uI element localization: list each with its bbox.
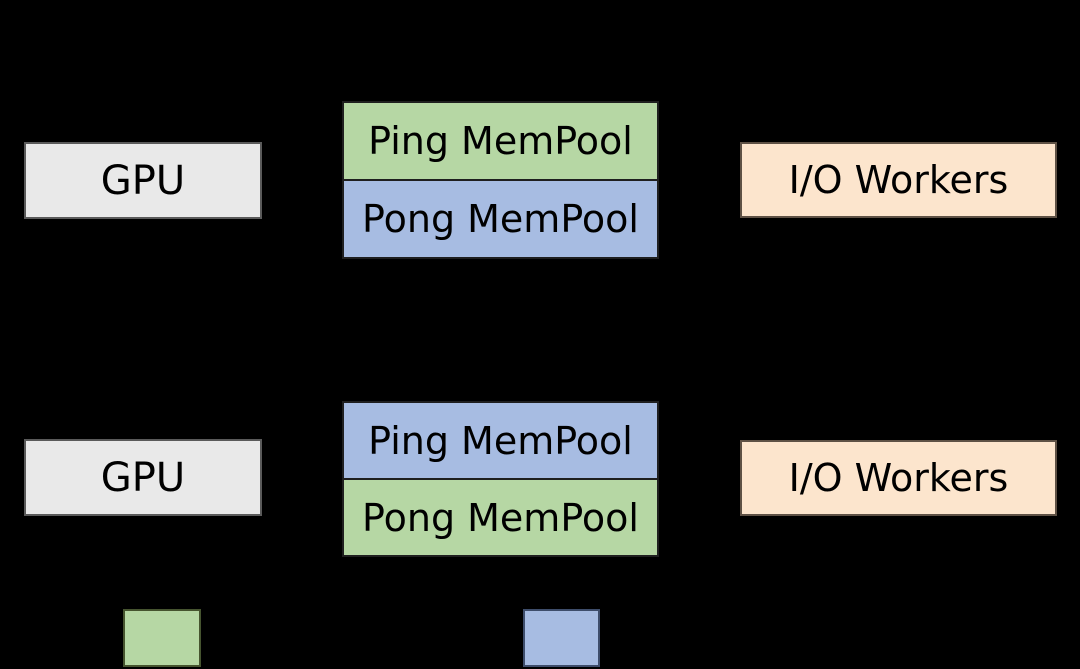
pong-mempool-label-top: Pong MemPool: [362, 197, 639, 241]
ping-mempool-box-top: Ping MemPool: [342, 101, 659, 181]
gpu-label-bottom: GPU: [100, 454, 186, 501]
gpu-label-top: GPU: [100, 157, 186, 204]
io-workers-box-bottom: I/O Workers: [740, 440, 1057, 516]
pong-mempool-box-bottom: Pong MemPool: [342, 478, 659, 557]
io-workers-label-bottom: I/O Workers: [788, 456, 1009, 500]
ping-mempool-label-bottom: Ping MemPool: [368, 418, 633, 463]
legend-blue-swatch: [523, 609, 600, 667]
gpu-box-top: GPU: [24, 142, 262, 219]
pong-mempool-box-top: Pong MemPool: [342, 179, 659, 259]
ping-mempool-label-top: Ping MemPool: [368, 119, 633, 163]
gpu-box-bottom: GPU: [24, 439, 262, 516]
pong-mempool-label-bottom: Pong MemPool: [362, 495, 639, 540]
ping-mempool-box-bottom: Ping MemPool: [342, 401, 659, 480]
io-workers-box-top: I/O Workers: [740, 142, 1057, 218]
io-workers-label-top: I/O Workers: [788, 158, 1009, 202]
legend-green-swatch: [123, 609, 201, 667]
